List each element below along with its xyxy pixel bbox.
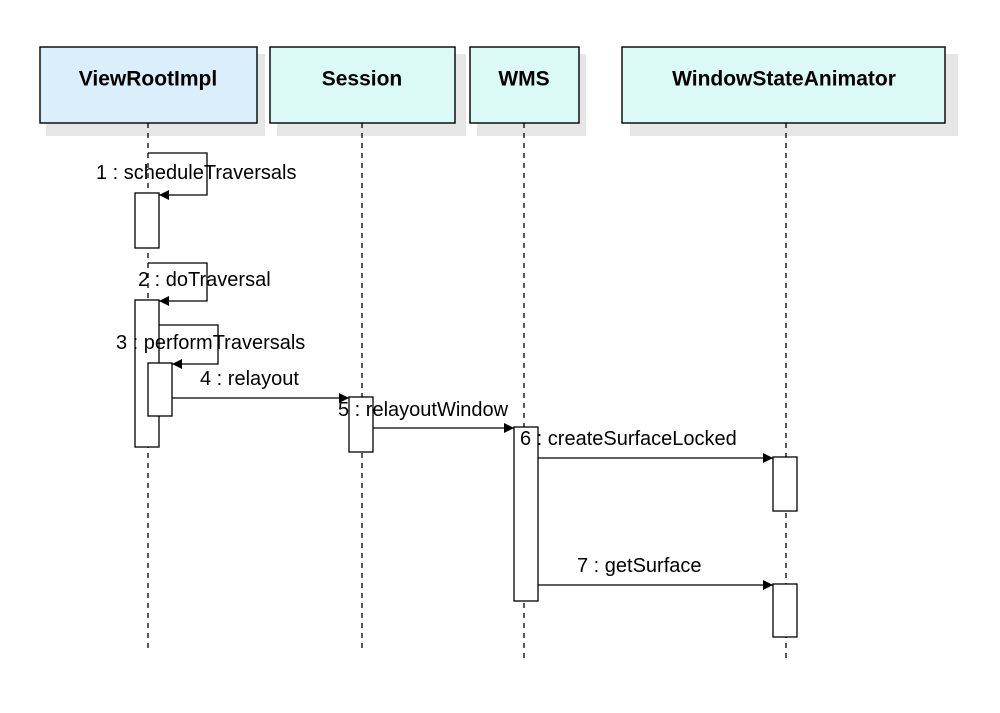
message-2: 2 : doTraversal — [138, 262, 271, 306]
message-label: 5 : relayoutWindow — [338, 399, 509, 421]
self-call-arrow — [159, 324, 219, 369]
activation-bar — [147, 362, 173, 417]
lifelines — [147, 123, 787, 662]
message-label: 3 : performTraversals — [116, 332, 305, 354]
self-call-arrow — [148, 152, 208, 200]
message-6: 6 : createSurfaceLocked — [520, 428, 773, 463]
activations — [134, 192, 798, 638]
participant-label: ViewRootImpl — [79, 68, 217, 91]
message-7: 7 : getSurface — [538, 555, 773, 590]
activation-bar — [134, 192, 160, 249]
activation-bar — [513, 426, 539, 602]
participant-box — [39, 46, 258, 124]
participant-wms: WMS — [469, 46, 580, 124]
participant-session: Session — [269, 46, 456, 124]
message-4: 4 : relayout — [172, 368, 349, 403]
self-call-arrow — [148, 262, 208, 306]
participant-label: WindowStateAnimator — [672, 68, 896, 91]
participant-box — [269, 46, 456, 124]
message-5: 5 : relayoutWindow — [338, 399, 514, 433]
message-label: 6 : createSurfaceLocked — [520, 428, 737, 450]
participant-windowstateanimator: WindowStateAnimator — [621, 46, 946, 124]
message-label: 7 : getSurface — [577, 555, 702, 577]
participant-label: WMS — [498, 68, 549, 91]
activation-bar — [348, 396, 374, 453]
message-3: 3 : performTraversals — [116, 324, 305, 369]
participant-box — [469, 46, 580, 124]
message-1: 1 : scheduleTraversals — [96, 152, 296, 200]
participant-box — [621, 46, 946, 124]
participant-viewrootimpl: ViewRootImpl — [39, 46, 258, 124]
activation-bar — [772, 583, 798, 638]
message-label: 4 : relayout — [200, 368, 299, 390]
activation-bar — [772, 456, 798, 512]
participant-label: Session — [322, 68, 403, 91]
message-label: 2 : doTraversal — [138, 269, 271, 291]
message-label: 1 : scheduleTraversals — [96, 162, 296, 184]
